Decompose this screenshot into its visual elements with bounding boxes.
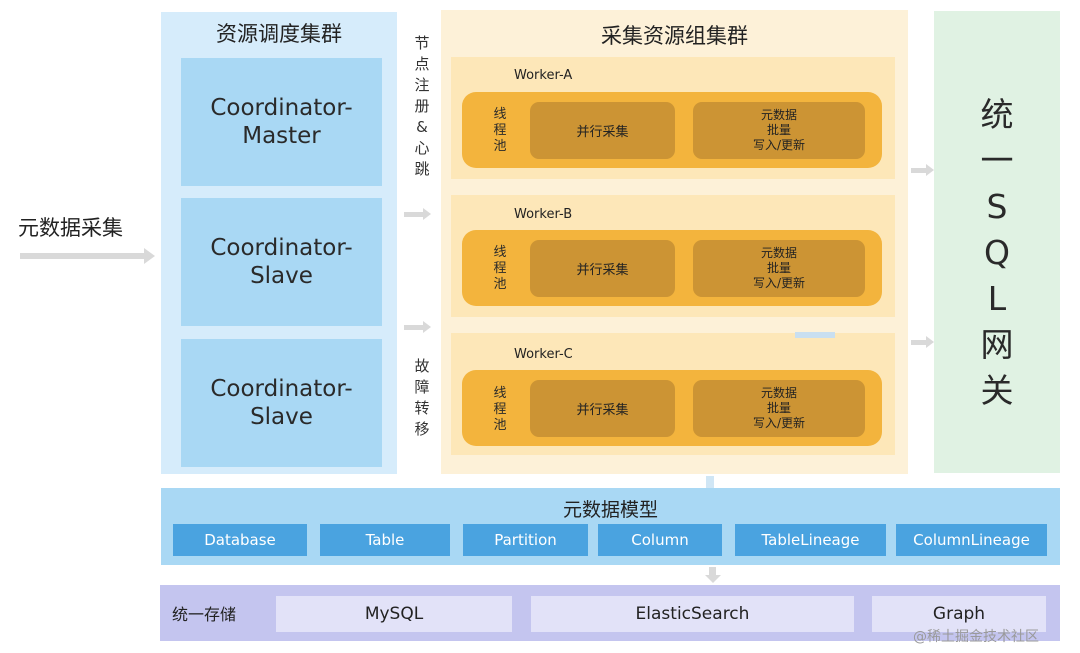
char: 线: [493, 107, 507, 122]
parallel-collect: 并行采集: [530, 240, 675, 297]
coordinator-slave-2: Coordinator- Slave: [181, 339, 382, 467]
char: &: [416, 118, 428, 136]
meta-line: 批量: [766, 123, 791, 137]
char: 线: [493, 386, 507, 401]
char: 池: [493, 418, 507, 433]
heartbeat-arrow-head: [423, 208, 431, 220]
collection-cluster-title: 采集资源组集群: [601, 24, 748, 48]
down-arrow-2: [709, 567, 716, 576]
char: 一: [980, 141, 1014, 180]
coordinator-name: Coordinator-: [210, 95, 353, 121]
storage-elasticsearch: ElasticSearch: [531, 596, 854, 632]
heartbeat-arrow: [404, 212, 424, 217]
meta-line: 写入/更新: [752, 276, 806, 290]
gateway-arrow-1: [911, 168, 927, 173]
meta-line: 写入/更新: [752, 138, 806, 152]
down-arrow-1: [706, 476, 714, 488]
meta-line: 元数据: [760, 108, 797, 122]
coordinator-role: Slave: [250, 263, 313, 289]
worker-name: Worker-A: [514, 68, 573, 83]
gateway-arrow-2-head: [926, 336, 934, 348]
char: 程: [493, 261, 507, 276]
entity-partition: Partition: [463, 524, 588, 556]
thread-pool-label: 线 程 池: [490, 107, 510, 155]
char: 程: [493, 402, 507, 417]
metadata-batch-write: 元数据 批量 写入/更新: [693, 380, 865, 437]
worker-name: Worker-B: [514, 207, 573, 222]
metadata-collection-label: 元数据采集: [18, 216, 123, 240]
decorative-bar: [795, 332, 835, 338]
char: L: [987, 279, 1007, 318]
thread-pool-label: 线 程 池: [490, 386, 510, 434]
char: 池: [493, 277, 507, 292]
gateway-arrow-1-head: [926, 164, 934, 176]
char: 障: [414, 378, 430, 396]
char: 池: [493, 139, 507, 154]
metadata-batch-write: 元数据 批量 写入/更新: [693, 240, 865, 297]
storage-label: 统一存储: [172, 605, 237, 624]
char: S: [986, 187, 1008, 226]
input-arrow-head: [144, 248, 155, 264]
char: Q: [984, 233, 1010, 272]
watermark: @稀土掘金技术社区: [913, 629, 1039, 645]
coordinator-master: Coordinator- Master: [181, 58, 382, 186]
metadata-model-title: 元数据模型: [562, 499, 658, 521]
coordinator-name: Coordinator-: [210, 376, 353, 402]
entity-column: Column: [598, 524, 722, 556]
char: 程: [493, 123, 507, 138]
coordinator-slave-1: Coordinator- Slave: [181, 198, 382, 326]
coordinator-name: Coordinator-: [210, 235, 353, 261]
parallel-collect: 并行采集: [530, 380, 675, 437]
entity-table-lineage: TableLineage: [735, 524, 886, 556]
failover-arrow: [404, 325, 424, 330]
char: 转: [414, 399, 430, 417]
char: 节: [414, 34, 430, 52]
char: 统: [980, 95, 1014, 134]
char: 网: [980, 325, 1014, 364]
coordinator-role: Master: [242, 123, 321, 149]
metadata-batch-write: 元数据 批量 写入/更新: [693, 102, 865, 159]
entity-table: Table: [320, 524, 450, 556]
thread-pool-label: 线 程 池: [490, 245, 510, 293]
char: 点: [414, 55, 430, 73]
char: 跳: [414, 160, 430, 178]
gateway-arrow-2: [911, 340, 927, 345]
entity-column-lineage: ColumnLineage: [896, 524, 1047, 556]
storage-mysql: MySQL: [276, 596, 512, 632]
char: 线: [493, 245, 507, 260]
char: 心: [414, 139, 430, 157]
storage-graph: Graph: [872, 596, 1046, 632]
coordinator-role: Slave: [250, 404, 313, 430]
char: 注: [414, 76, 430, 94]
meta-line: 元数据: [760, 386, 797, 400]
char: 关: [980, 371, 1014, 410]
meta-line: 元数据: [760, 246, 797, 260]
entity-database: Database: [173, 524, 307, 556]
char: 移: [414, 420, 430, 438]
parallel-collect: 并行采集: [530, 102, 675, 159]
char: 册: [414, 97, 430, 115]
meta-line: 写入/更新: [752, 416, 806, 430]
resource-cluster-title: 资源调度集群: [216, 22, 342, 46]
failover-arrow-head: [423, 321, 431, 333]
failover-label: 故 障 转 移: [408, 356, 436, 440]
register-heartbeat-label: 节 点 注 册 & 心 跳: [408, 33, 436, 180]
input-arrow: [20, 253, 146, 259]
unified-sql-gateway: [934, 11, 1060, 473]
meta-line: 批量: [766, 401, 791, 415]
meta-line: 批量: [766, 261, 791, 275]
down-arrow-2-head: [705, 575, 721, 583]
gateway-label: 统 一 S Q L 网 关: [934, 92, 1060, 414]
worker-name: Worker-C: [514, 347, 573, 362]
char: 故: [414, 357, 430, 375]
